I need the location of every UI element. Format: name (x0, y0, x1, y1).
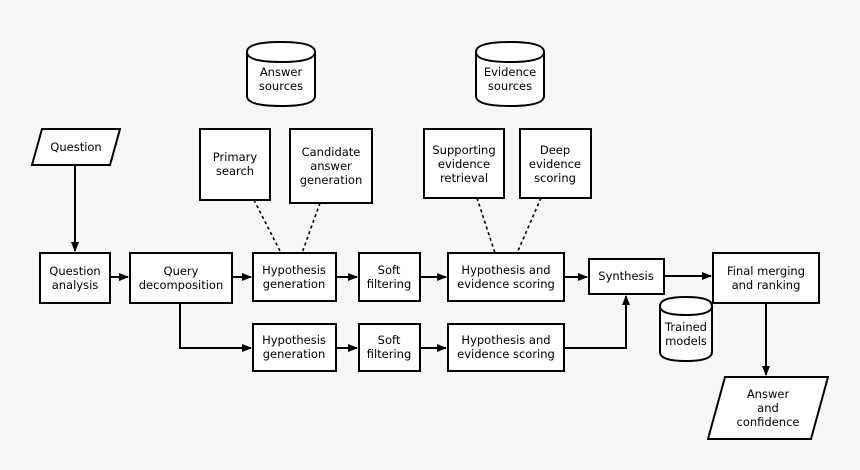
node-label-line: confidence (737, 415, 800, 429)
dotted-primary-search-link (253, 199, 282, 254)
node-label-line: search (216, 164, 254, 178)
node-label-line: Trained (664, 320, 707, 334)
node-label-line: Soft (378, 263, 401, 277)
dotted-supporting-evidence-link (476, 197, 496, 254)
node-label-line: and (757, 401, 779, 415)
node-label-line: generation (300, 173, 363, 187)
question-label: Question (50, 140, 101, 154)
synthesis-node: Synthesis (588, 258, 665, 295)
arrow-decomposition-to-hypgen2 (179, 303, 252, 352)
node-label-line: analysis (52, 278, 99, 292)
node-label-line: sources (259, 79, 303, 93)
node-label-line: Candidate (302, 145, 361, 159)
node-label-line: evidence scoring (457, 277, 555, 291)
node-label-line: filtering (367, 277, 412, 291)
node-label-line: Deep (540, 143, 570, 157)
dotted-candidate-generation-link (301, 202, 321, 254)
node-label-line: Hypothesis (262, 333, 326, 347)
node-label-line: sources (488, 79, 532, 93)
node-label-line: Hypothesis (262, 263, 326, 277)
arrow-scoring2-to-synthesis (564, 295, 630, 349)
node-label-line: evidence (529, 157, 581, 171)
node-label-line: evidence (438, 157, 490, 171)
node-label-line: retrieval (440, 171, 488, 185)
node-label-line: Synthesis (598, 269, 653, 283)
node-label-line: generation (263, 347, 326, 361)
node-label-line: and ranking (732, 278, 801, 292)
node-label-line: models (665, 334, 707, 348)
node-label-line: scoring (534, 171, 576, 185)
connectors (71, 165, 770, 376)
node-label-line: Final merging (727, 264, 805, 278)
node-label-line: Hypothesis and (461, 333, 550, 347)
node-label-line: filtering (367, 347, 412, 361)
node-label-line: Primary (213, 150, 258, 164)
node-label-line: Query (164, 264, 199, 278)
node-label-line: Soft (378, 333, 401, 347)
node-label-line: Supporting (432, 143, 495, 157)
node-label-line: evidence scoring (457, 347, 555, 361)
node-label-line: Answer (260, 65, 303, 79)
synthesis-label: Synthesis (598, 269, 653, 283)
node-label-line: Answer (747, 387, 790, 401)
dotted-deep-scoring-link (516, 197, 542, 254)
node-label-line: generation (263, 277, 326, 291)
node-label-line: Hypothesis and (461, 263, 550, 277)
node-label-line: answer (310, 159, 352, 173)
node-label-line: Question (50, 140, 101, 154)
node-label-line: Evidence (484, 65, 536, 79)
node-label-line: decomposition (139, 278, 224, 292)
question-node: Question (30, 128, 122, 166)
node-label-line: Question (49, 264, 100, 278)
